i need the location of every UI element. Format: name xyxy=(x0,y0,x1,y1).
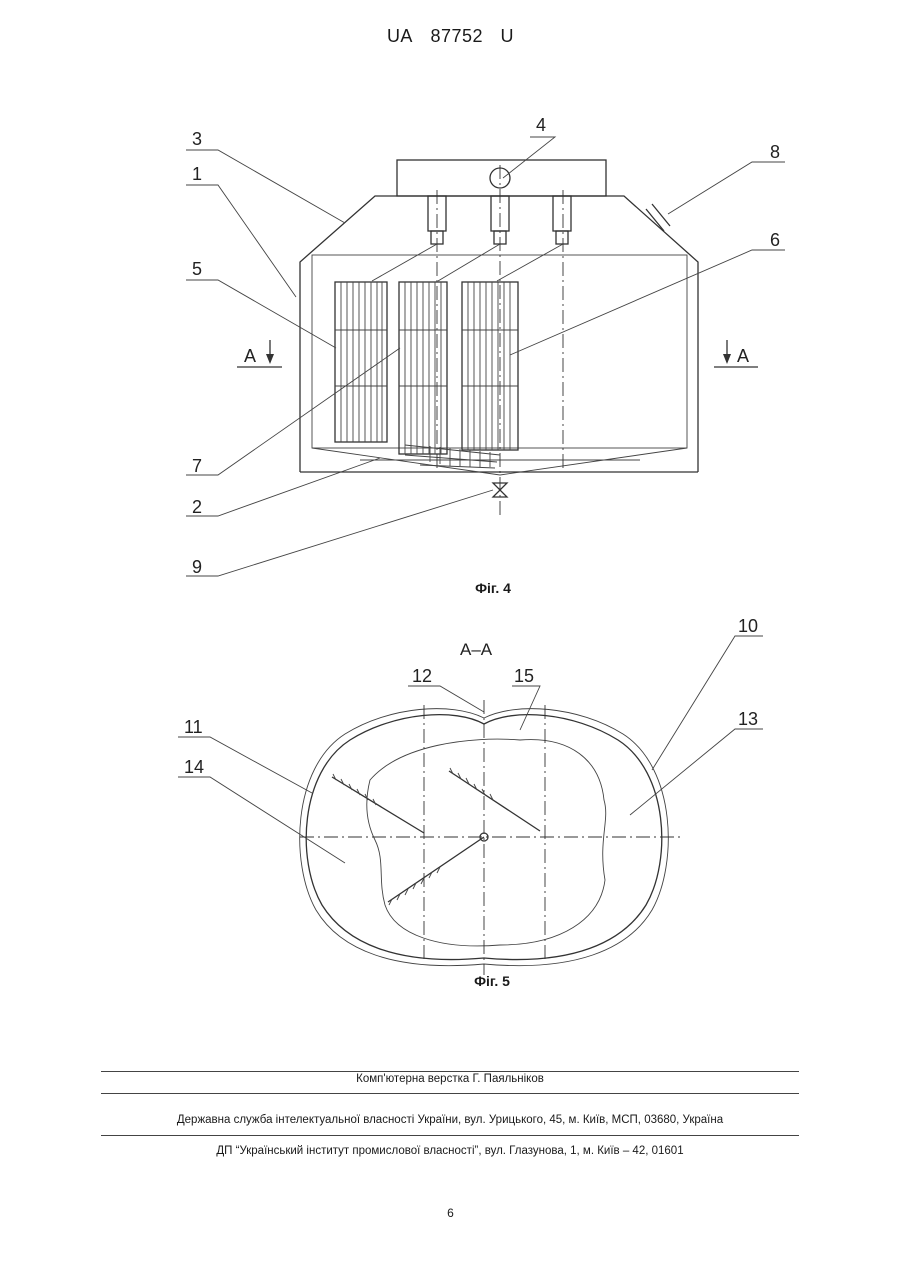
callout-15: 15 xyxy=(514,666,534,686)
callout-12: 12 xyxy=(412,666,432,686)
callout-10: 10 xyxy=(738,616,758,636)
callout-8: 8 xyxy=(770,142,780,162)
page-number: 6 xyxy=(0,1206,901,1220)
footer-institute-address: ДП “Український інститут промислової вла… xyxy=(101,1145,799,1157)
callout-11: 11 xyxy=(184,717,203,737)
section-title: A–A xyxy=(460,640,493,659)
footer-credit: Комп'ютерна верстка Г. Паяльніков xyxy=(101,1073,799,1085)
callout-1: 1 xyxy=(192,164,202,184)
figure-4-drawing: 3 1 5 7 2 9 4 8 6 A A xyxy=(186,115,785,577)
footer-office-address: Державна служба інтелектуальної власност… xyxy=(101,1114,799,1126)
figure-5-caption: Фіг. 5 xyxy=(432,973,552,989)
callout-9: 9 xyxy=(192,557,202,577)
callout-14: 14 xyxy=(184,757,204,777)
figure-4-caption: Фіг. 4 xyxy=(433,580,553,596)
footer-divider-middle xyxy=(101,1093,799,1094)
figure-5-drawing: A–A 11 14 12 15 10 13 xyxy=(178,616,763,975)
grid-panel-right xyxy=(462,282,518,450)
footer-divider-bottom xyxy=(101,1135,799,1136)
fig4-leaders xyxy=(186,137,785,576)
section-mark-right: A xyxy=(737,346,749,366)
callout-6: 6 xyxy=(770,230,780,250)
footer-divider-top xyxy=(101,1071,799,1072)
callout-5: 5 xyxy=(192,259,202,279)
grid-panel-middle xyxy=(399,282,447,454)
callout-13: 13 xyxy=(738,709,758,729)
callout-7: 7 xyxy=(192,456,202,476)
callout-4: 4 xyxy=(536,115,546,135)
section-mark-left: A xyxy=(244,346,256,366)
fig5-callouts: A–A 11 14 12 15 10 13 xyxy=(184,616,758,777)
callout-3: 3 xyxy=(192,129,202,149)
fig5-leaders xyxy=(178,636,763,863)
callout-2: 2 xyxy=(192,497,202,517)
